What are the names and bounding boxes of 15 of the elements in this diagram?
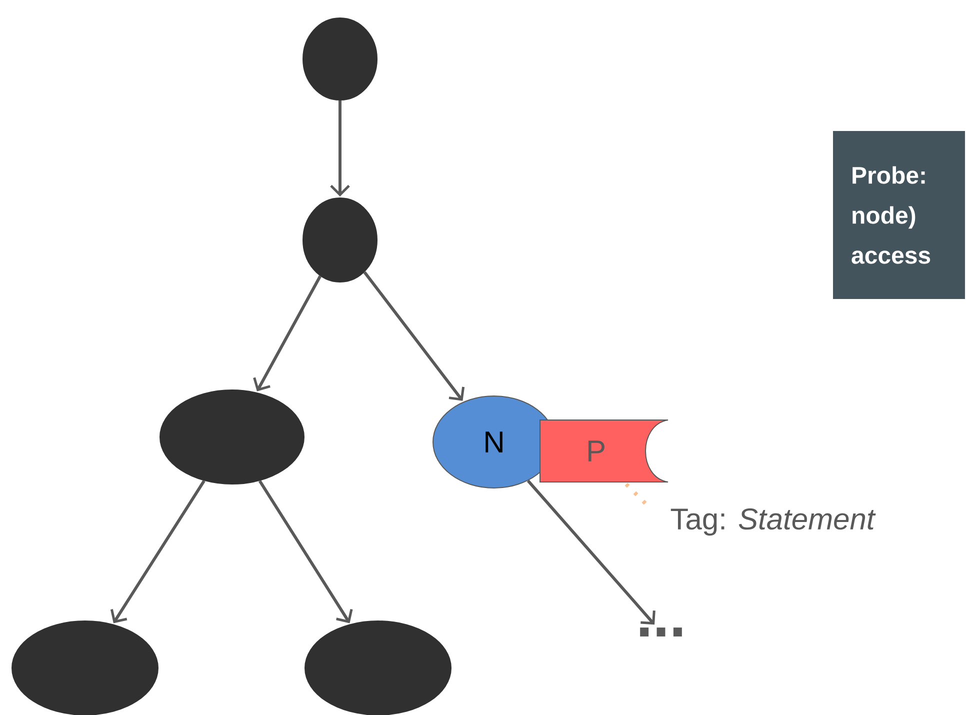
ellipse-node — [160, 390, 304, 484]
tag-label: Tag: Statement — [670, 508, 876, 536]
arrow — [110, 480, 206, 624]
arrow — [363, 271, 465, 401]
ellipsis: ... — [640, 628, 682, 636]
probe-box: Probe: node) access — [833, 131, 965, 299]
arrow — [253, 275, 322, 392]
ellipse-node — [302, 198, 378, 282]
arrow — [526, 480, 656, 625]
ellipse-node: N — [432, 396, 556, 488]
ellipse-node — [12, 620, 158, 715]
arrow — [258, 480, 353, 624]
arrow — [330, 100, 350, 196]
ellipse-node — [304, 620, 452, 715]
ellipse-node — [302, 18, 378, 100]
